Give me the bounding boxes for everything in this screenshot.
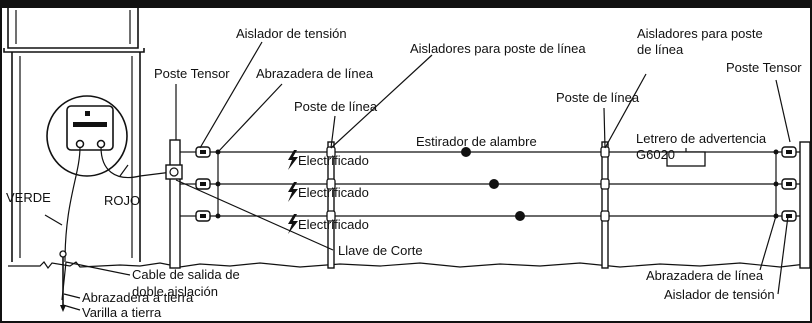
label-red: ROJO bbox=[104, 193, 140, 208]
label-line-post-1: Poste de línea bbox=[294, 99, 378, 114]
label-line-post-insulators-2a: Aisladores para poste bbox=[637, 26, 763, 41]
left-tension-post bbox=[169, 139, 181, 269]
label-line-post-insulators-1: Aisladores para poste de línea bbox=[410, 41, 586, 56]
label-warning-sign-a: Letrero de advertencia bbox=[636, 131, 767, 146]
label-green: VERDE bbox=[6, 190, 51, 205]
label-electrified-1: Electrificado bbox=[298, 153, 369, 168]
label-output-cable-a: Cable de salida de bbox=[132, 267, 240, 282]
left-tension-insulators bbox=[195, 146, 211, 222]
wire-tightener-2 bbox=[489, 179, 499, 189]
ground-terminal bbox=[75, 139, 85, 149]
fence-terminal bbox=[96, 139, 106, 149]
label-line-post-2: Poste de línea bbox=[556, 90, 640, 105]
label-ground-clamp: Abrazadera a tierra bbox=[82, 290, 194, 305]
label-electrified-2: Electrificado bbox=[298, 185, 369, 200]
label-ground-rod: Varilla a tierra bbox=[82, 305, 162, 320]
label-tension-insulator-bottom: Aislador de tensión bbox=[664, 287, 775, 302]
green-wire bbox=[64, 146, 81, 263]
line-post-1 bbox=[327, 141, 335, 269]
right-tension-insulators bbox=[781, 146, 797, 222]
line-post-2 bbox=[601, 141, 609, 269]
lightning-bolt-icon bbox=[288, 214, 298, 234]
label-output-cable-b: doble aislación bbox=[132, 284, 218, 299]
cutoff-switch bbox=[165, 164, 183, 180]
energizer bbox=[46, 95, 128, 177]
red-wire bbox=[100, 146, 173, 179]
lightning-bolt-icon bbox=[288, 182, 298, 202]
label-warning-sign-b: G6020 bbox=[636, 147, 675, 162]
label-line-clamp-top: Abrazadera de línea bbox=[256, 66, 374, 81]
wire-tightener-3 bbox=[515, 211, 525, 221]
label-line-post-insulators-2b: de línea bbox=[637, 42, 684, 57]
ground-line bbox=[8, 261, 807, 270]
label-electrified-3: Electrificado bbox=[298, 217, 369, 232]
label-line-clamp-bottom: Abrazadera de línea bbox=[646, 268, 764, 283]
lightning-bolt-icon bbox=[288, 150, 298, 170]
leader-lines bbox=[44, 41, 791, 311]
label-wire-tightener: Estirador de alambre bbox=[416, 134, 537, 149]
building bbox=[3, 8, 145, 262]
label-tension-post-right: Poste Tensor bbox=[726, 60, 802, 75]
label-cutoff-switch: Llave de Corte bbox=[338, 243, 423, 258]
top-band bbox=[0, 0, 812, 8]
label-tension-insulator-top: Aislador de tensión bbox=[236, 26, 347, 41]
right-tension-post bbox=[799, 141, 811, 269]
label-tension-post-left: Poste Tensor bbox=[154, 66, 230, 81]
